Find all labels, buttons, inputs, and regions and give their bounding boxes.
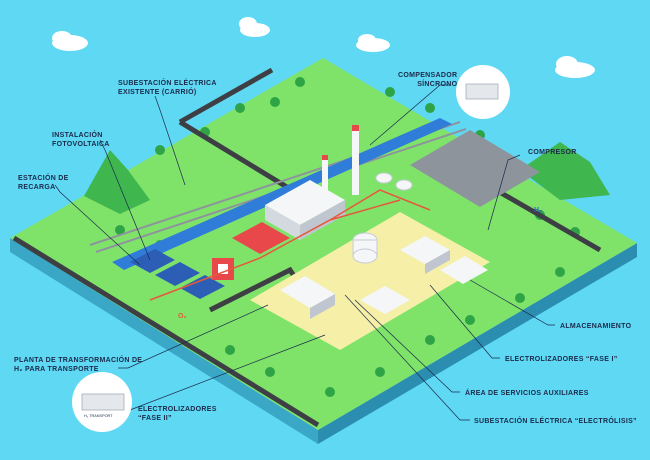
label-subestacion-existente: SUBESTACIÓN ELÉCTRICA EXISTENTE (CARRIÓ): [118, 79, 217, 97]
label-electrolizadores-fase-ii: ELECTROLIZADORES “FASE II”: [138, 405, 217, 423]
label-estacion-recarga: ESTACIÓN DE RECARGA: [18, 174, 69, 192]
o2-tag: O₂: [178, 313, 187, 320]
h2-tag: H₂: [534, 207, 542, 214]
label-planta-transformacion: PLANTA DE TRANSFORMACIÓN DE H₂ PARA TRAN…: [14, 356, 142, 374]
label-area-servicios: ÁREA DE SERVICIOS AUXILIARES: [465, 389, 589, 398]
label-almacenamiento: ALMACENAMIENTO: [560, 322, 631, 331]
label-subestacion-electrolisis: SUBESTACIÓN ELÉCTRICA “ELECTRÓLISIS”: [474, 417, 637, 426]
label-compensador-sincrono: COMPENSADOR SÍNCRONO: [398, 71, 457, 89]
label-electrolizadores-fase-i: ELECTROLIZADORES “FASE I”: [505, 355, 618, 364]
label-compresor: COMPRESOR: [528, 148, 577, 157]
label-instalacion-fotovoltaica: INSTALACIÓN FOTOVOLTAICA: [52, 131, 110, 149]
h2-truck-text: H₂ TRANSPORT: [84, 414, 113, 418]
